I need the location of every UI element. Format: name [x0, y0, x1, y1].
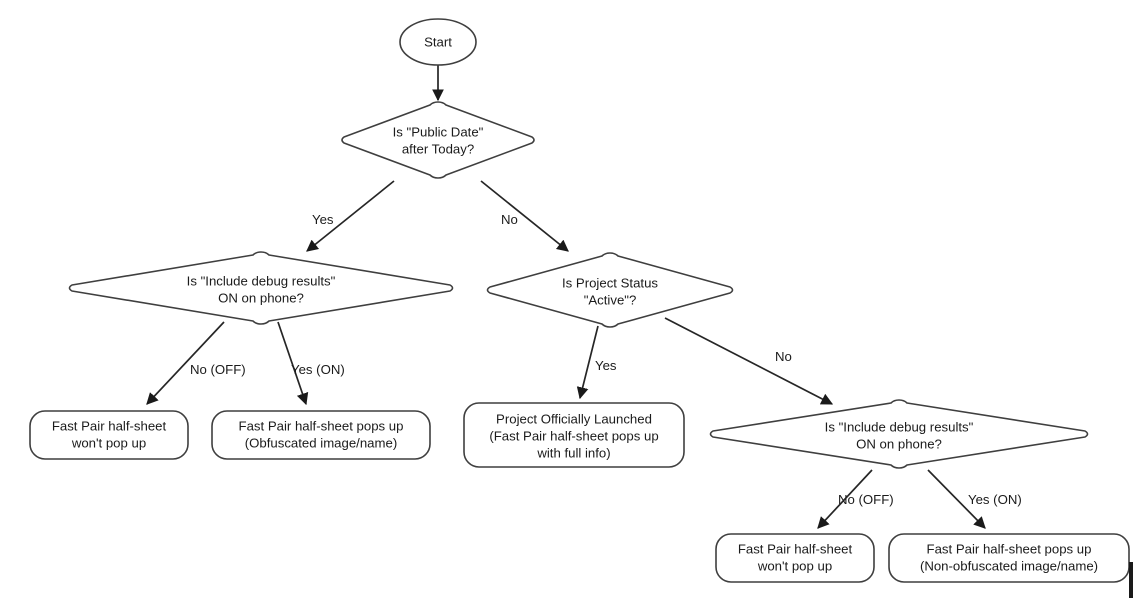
edge-project-status-no: No [664, 317, 834, 405]
edge-label-debug-left-yes: Yes (ON) [291, 362, 345, 377]
edge-label-public-date-no: No [501, 212, 518, 227]
node-term-left-yes-line2: (Obfuscated image/name) [245, 435, 397, 450]
node-project-status-line2: "Active"? [584, 292, 637, 307]
edge-debug-left-yes: Yes (ON) [277, 321, 345, 406]
node-debug-left-line2: ON on phone? [218, 290, 304, 305]
node-project-status-line1: Is Project Status [562, 275, 658, 290]
node-term-right-yes-line2: (Non-obfuscated image/name) [920, 558, 1098, 573]
node-term-right-yes[interactable]: Fast Pair half-sheet pops up (Non-obfusc… [888, 533, 1130, 583]
edge-public-date-yes: Yes [306, 180, 395, 252]
node-term-left-yes[interactable]: Fast Pair half-sheet pops up (Obfuscated… [211, 410, 431, 460]
node-debug-right-line1: Is "Include debug results" [825, 419, 974, 434]
node-public-date-line2: after Today? [402, 141, 474, 156]
edge-label-project-status-no: No [775, 349, 792, 364]
node-project-status-decision[interactable]: Is Project Status "Active"? [486, 252, 734, 328]
node-debug-right-decision[interactable]: Is "Include debug results" ON on phone? [709, 399, 1089, 469]
page-edge-marker [1129, 562, 1133, 598]
edge-debug-right-yes: Yes (ON) [927, 469, 1022, 529]
node-term-right-no-line2: won't pop up [757, 558, 832, 573]
node-term-launched-line1: Project Officially Launched [496, 411, 652, 426]
node-public-date-decision[interactable]: Is "Public Date" after Today? [341, 101, 535, 179]
edge-public-date-no: No [480, 180, 569, 252]
node-term-launched-line3: with full info) [536, 445, 610, 460]
node-debug-right-line2: ON on phone? [856, 436, 942, 451]
edge-label-debug-right-yes: Yes (ON) [968, 492, 1022, 507]
edge-label-public-date-yes: Yes [312, 212, 334, 227]
edge-label-debug-left-no: No (OFF) [190, 362, 246, 377]
edge-debug-right-no: No (OFF) [817, 469, 894, 529]
edge-label-project-status-yes: Yes [595, 358, 617, 373]
node-term-left-no[interactable]: Fast Pair half-sheet won't pop up [29, 410, 189, 460]
edge-debug-left-no: No (OFF) [146, 321, 246, 405]
node-term-right-no[interactable]: Fast Pair half-sheet won't pop up [715, 533, 875, 583]
node-start-label: Start [424, 34, 452, 49]
node-term-launched[interactable]: Project Officially Launched (Fast Pair h… [463, 402, 685, 468]
node-term-left-yes-line1: Fast Pair half-sheet pops up [239, 418, 404, 433]
node-term-right-no-line1: Fast Pair half-sheet [738, 541, 853, 556]
node-debug-left-line1: Is "Include debug results" [187, 273, 336, 288]
node-term-right-yes-line1: Fast Pair half-sheet pops up [927, 541, 1092, 556]
node-term-left-no-line2: won't pop up [71, 435, 146, 450]
edge-project-status-yes: Yes [576, 325, 617, 400]
node-term-launched-line2: (Fast Pair half-sheet pops up [489, 428, 658, 443]
node-start[interactable]: Start [399, 18, 477, 66]
node-public-date-line1: Is "Public Date" [393, 124, 484, 139]
edge-label-debug-right-no: No (OFF) [838, 492, 894, 507]
node-debug-left-decision[interactable]: Is "Include debug results" ON on phone? [68, 251, 454, 325]
node-term-left-no-line1: Fast Pair half-sheet [52, 418, 167, 433]
